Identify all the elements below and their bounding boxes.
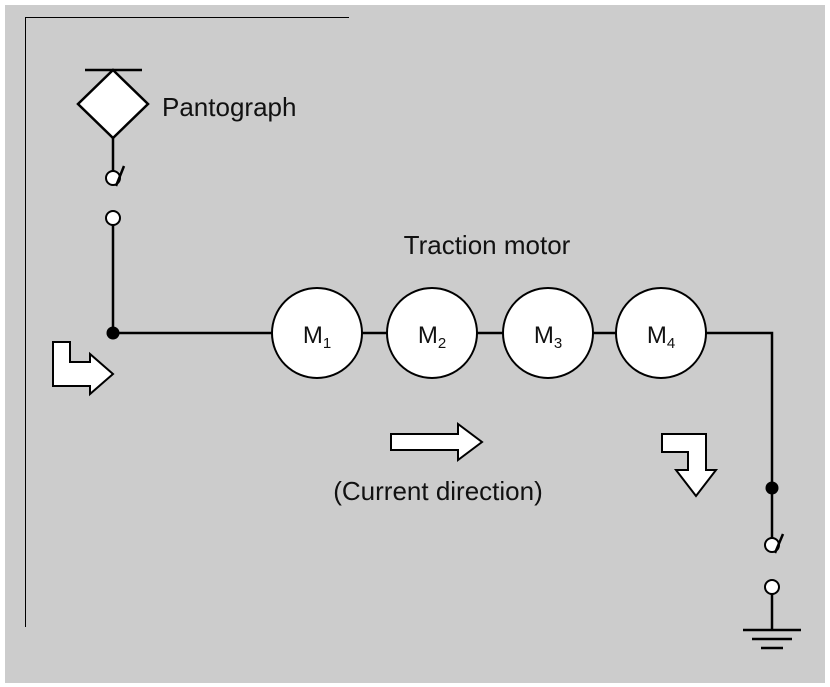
ground-switch (764, 488, 785, 629)
right-arrow-icon (390, 422, 484, 462)
motor-letter: M (303, 322, 323, 349)
svg-text:M4: M4 (647, 322, 675, 352)
pantograph-label: Pantograph (162, 92, 296, 122)
traction-motor-m2: M2 (386, 287, 478, 379)
motor-subscript: 1 (323, 335, 331, 352)
pantograph-symbol (76, 68, 150, 140)
svg-text:M1: M1 (303, 322, 331, 352)
bus-line-right (705, 331, 774, 488)
traction-motor-m1: M1 (271, 287, 363, 379)
pantograph-switch (105, 138, 126, 333)
motor-letter: M (418, 322, 438, 349)
bent-arrow-left-icon (52, 341, 115, 397)
traction-motor-m4: M4 (615, 287, 707, 379)
traction-motor-m3: M3 (502, 287, 594, 379)
motor-subscript: 2 (438, 335, 446, 352)
motor-letter: M (534, 322, 554, 349)
motor-subscript: 3 (554, 335, 562, 352)
current-direction-label: (Current direction) (333, 476, 543, 506)
svg-text:M2: M2 (418, 322, 446, 352)
bent-arrow-down-icon (661, 433, 719, 498)
motor-subscript: 4 (667, 335, 675, 352)
motor-letter: M (647, 322, 667, 349)
ground-icon (743, 628, 801, 650)
traction-motor-label: Traction motor (404, 230, 571, 260)
svg-text:M3: M3 (534, 322, 562, 352)
